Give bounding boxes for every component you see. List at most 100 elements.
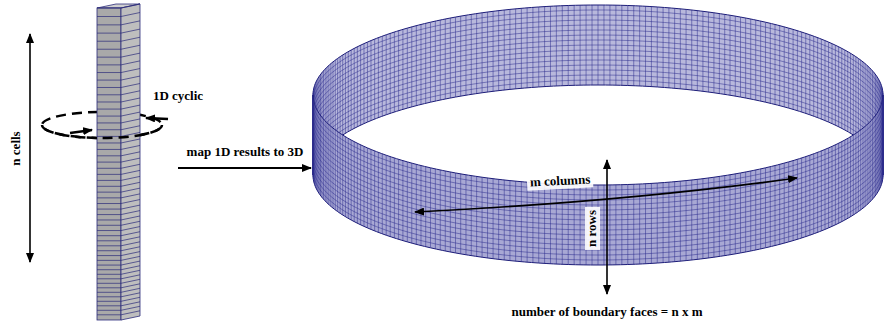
ring-column [386, 155, 387, 235]
cell-line [97, 214, 121, 215]
cyclic-arrow [146, 118, 168, 119]
ring-column [621, 5, 622, 85]
ring-column [877, 112, 878, 192]
cell-line [121, 256, 140, 260]
ring-column [318, 112, 319, 192]
ring-column [351, 140, 352, 220]
cell-line [121, 69, 140, 73]
ring-column [663, 183, 664, 263]
ring-column [416, 164, 417, 244]
cell-line [97, 101, 121, 102]
cell-line [121, 83, 140, 87]
cell-line [97, 255, 121, 256]
cell-line [121, 261, 140, 265]
cell-line [121, 182, 140, 186]
ring-column [313, 95, 314, 175]
ring-column [345, 53, 346, 133]
ring-column [348, 52, 349, 132]
ring-column [386, 35, 387, 115]
ring-column [360, 45, 361, 125]
cell-line [121, 53, 140, 57]
ring-column [335, 130, 336, 210]
ring-column [544, 7, 545, 87]
ring-column [867, 125, 868, 205]
ring-column [657, 7, 658, 87]
ring-column [775, 24, 776, 104]
ring-column [455, 17, 456, 97]
ring-column [493, 179, 494, 259]
cell-line [121, 112, 140, 116]
cell-line [97, 33, 121, 34]
cell-line [97, 197, 121, 198]
ring-column [880, 106, 881, 186]
cell-line [97, 155, 121, 156]
cell-line [97, 265, 121, 266]
ring-column [320, 116, 321, 196]
annotation-label: map 1D results to 3D [187, 145, 304, 160]
ring-column [550, 184, 551, 264]
ring-column [853, 55, 854, 135]
ring-column [872, 119, 873, 199]
dimension-arrow [415, 178, 797, 212]
cell-line [121, 297, 140, 301]
ring-column [538, 183, 539, 263]
cell-line [97, 64, 121, 65]
ring-column [745, 18, 746, 98]
ring-column [838, 47, 839, 127]
column-cells [97, 4, 140, 315]
ring-column [521, 8, 522, 88]
ring-column [411, 27, 412, 107]
cell-line [121, 76, 140, 80]
cell-line [121, 105, 140, 109]
cell-line [97, 180, 121, 181]
ring-column [850, 53, 851, 133]
annotation-label: n cells [9, 131, 24, 165]
ring-column [719, 14, 720, 94]
ring-column [832, 146, 833, 226]
ring-column [821, 39, 822, 119]
ring-column [319, 114, 320, 194]
ring-column [460, 174, 461, 254]
cell-line [97, 41, 121, 42]
ring-column [627, 5, 628, 85]
cell-line [121, 45, 140, 49]
ring-column [335, 60, 336, 140]
ring-column [850, 137, 851, 217]
ring-column [879, 108, 880, 188]
ring-column [538, 7, 539, 87]
cell-line [121, 227, 140, 231]
cell-line [97, 192, 121, 193]
ring-column [509, 9, 510, 89]
ring-column [686, 181, 687, 261]
ring-column [817, 152, 818, 232]
ring-column [532, 183, 533, 263]
ring-column [568, 5, 569, 85]
ring-column [374, 151, 375, 231]
ring-column [862, 128, 863, 208]
cyclic-arrow [70, 130, 92, 133]
ring-column [813, 154, 814, 234]
cell-line [121, 188, 140, 192]
ring-column [713, 13, 714, 93]
ring-column [855, 133, 856, 213]
ring-column [460, 16, 461, 96]
ring-column [574, 185, 575, 265]
ring-column [697, 179, 698, 259]
ring-column [482, 13, 483, 93]
ring-column [471, 176, 472, 256]
ring-column [828, 148, 829, 228]
cyclic-loop-front [42, 125, 162, 138]
ring-column [876, 114, 877, 194]
ring-column [680, 181, 681, 261]
ring-column [416, 26, 417, 106]
ring-column [797, 31, 798, 111]
ring-band [313, 5, 883, 175]
cell-line [97, 274, 121, 275]
cell-line [97, 245, 121, 246]
cell-line [121, 216, 140, 220]
ring-column [874, 117, 875, 197]
ring-column [544, 183, 545, 263]
ring-column [621, 185, 622, 265]
cell-line [97, 235, 121, 236]
